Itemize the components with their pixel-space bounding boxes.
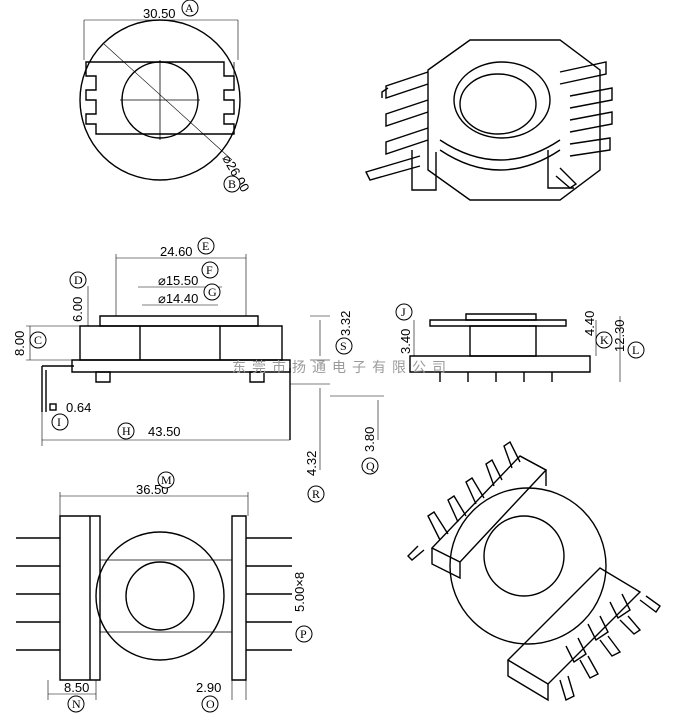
- svg-text:D: D: [74, 273, 83, 287]
- callout-a: [181, 0, 199, 17]
- dim-total-length: 43.50: [148, 424, 181, 439]
- callout-o: [201, 695, 219, 713]
- dim-upper-height: 6.00: [70, 297, 85, 322]
- svg-text:M: M: [161, 473, 172, 487]
- svg-text:O: O: [206, 697, 215, 711]
- callout-j: [395, 303, 413, 321]
- bottom-view: 36.50 M 5.00×8 P 8.50 N 2.90: [16, 471, 313, 713]
- callout-h: [117, 422, 135, 440]
- callout-c: [29, 331, 47, 349]
- dim-top-width: 30.50: [143, 6, 176, 21]
- dim-total-height: 8.00: [12, 331, 27, 356]
- iso-view-bottom: [407, 440, 661, 702]
- svg-text:H: H: [122, 424, 131, 438]
- callout-e: [197, 237, 215, 255]
- callout-b: [223, 175, 241, 193]
- watermark: 东莞市扬通电子有限公司: [232, 359, 452, 376]
- svg-text:G: G: [208, 285, 217, 299]
- svg-text:R: R: [312, 487, 320, 501]
- callout-s: [335, 337, 353, 355]
- callout-m: [157, 471, 175, 489]
- svg-text:F: F: [206, 263, 213, 277]
- dim-pin-offset: 3.32: [338, 311, 353, 336]
- dim-right-thick: 2.90: [196, 680, 221, 695]
- svg-text:E: E: [202, 239, 209, 253]
- iso-view-top: [365, 39, 613, 201]
- dim-side-total: 4.40: [582, 311, 597, 336]
- callout-l: [627, 341, 645, 359]
- dim-inner-d2: ⌀14.40: [158, 291, 198, 306]
- callout-p: [295, 625, 313, 643]
- svg-text:A: A: [185, 1, 194, 15]
- svg-text:K: K: [600, 333, 609, 347]
- svg-text:L: L: [632, 343, 639, 357]
- svg-text:Q: Q: [366, 459, 375, 473]
- dim-pitch: 5.00×8: [292, 572, 307, 612]
- top-view: 30.50 A ⌀26.00 B: [79, 0, 253, 194]
- front-view: 24.60 E ⌀15.50 F ⌀14.40 G 6.00 D 8.00 C: [12, 237, 384, 503]
- dim-pin-len: 4.32: [304, 451, 319, 476]
- callout-g: [203, 283, 221, 301]
- dim-overall: 12.30: [612, 319, 627, 352]
- dim-inner-d1: ⌀15.50: [158, 273, 198, 288]
- dim-flange-width: 24.60: [160, 244, 193, 259]
- callout-k: [595, 331, 613, 349]
- callout-f: [201, 261, 219, 279]
- svg-text:J: J: [401, 305, 406, 319]
- dim-lower-pin: 3.80: [362, 427, 377, 452]
- svg-text:B: B: [228, 177, 236, 191]
- dim-left-depth: 8.50: [64, 680, 89, 695]
- callout-i: [51, 413, 69, 431]
- svg-text:N: N: [72, 697, 81, 711]
- svg-text:C: C: [34, 333, 42, 347]
- callout-r: [307, 485, 325, 503]
- side-view: 3.40 J 4.40 K 12.30 L: [395, 303, 645, 382]
- callout-d: [69, 271, 87, 289]
- callout-q: [361, 457, 379, 475]
- svg-text:S: S: [340, 339, 347, 353]
- svg-text:I: I: [57, 415, 61, 429]
- svg-text:P: P: [300, 627, 307, 641]
- dim-side-height: 3.40: [398, 329, 413, 354]
- dim-pin-size: 0.64: [66, 400, 91, 415]
- callout-n: [67, 695, 85, 713]
